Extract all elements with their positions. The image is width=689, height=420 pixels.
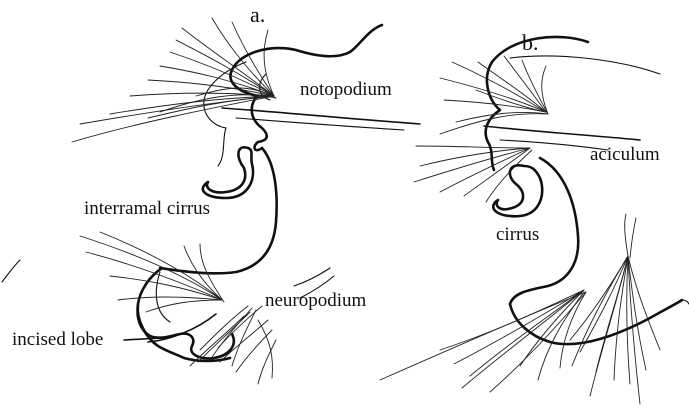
label-aciculum: aciculum <box>590 144 660 165</box>
label-incised-lobe: incised lobe <box>12 329 103 350</box>
panel-b-aciculum <box>484 126 640 140</box>
stray-seta-left <box>2 260 20 282</box>
label-cirrus: cirrus <box>496 224 539 245</box>
panel-b-stray-seta <box>682 300 689 304</box>
label-neuropodium: neuropodium <box>265 290 367 311</box>
panel-b-neuropodial-setae-left <box>380 290 586 392</box>
panel-a-letter: a. <box>250 2 265 27</box>
panel-b-letter: b. <box>522 30 539 55</box>
label-interramal-cirrus: interramal cirrus <box>84 198 210 219</box>
panel-b-cirrus-outline <box>493 165 542 216</box>
notopodial-setae <box>72 18 276 142</box>
panel-a: a. notopodium interramal cirrus neuropod… <box>2 2 420 384</box>
panel-b-notopodial-setae <box>440 56 548 134</box>
label-notopodium: notopodium <box>300 79 392 100</box>
panel-b-mid-setae <box>414 146 532 202</box>
neuropodial-setae <box>80 232 276 384</box>
panel-b: b. aciculum cirrus <box>380 30 689 404</box>
panel-b-neuropodial-setae-right <box>570 214 660 404</box>
incised-lobe-pointer <box>124 338 162 340</box>
interramal-cirrus-outline <box>203 147 253 198</box>
panel-b-notopodium-upper <box>510 56 660 74</box>
